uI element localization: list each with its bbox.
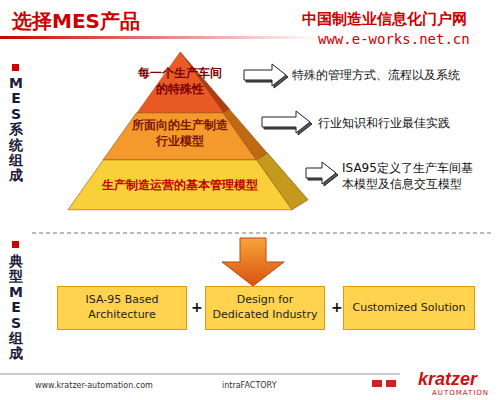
bullet-square xyxy=(12,241,19,248)
section-label: 典型MES组成 xyxy=(9,254,23,362)
tier-text: 每一个生产车间的特殊性 xyxy=(134,66,226,97)
down-arrow xyxy=(222,238,284,286)
pyramid-tier: 每一个生产车间的特殊性 xyxy=(137,52,230,113)
slide-title: 选择MES产品 xyxy=(12,8,140,35)
box-text: Design for Dedicated Industry xyxy=(211,293,319,323)
logo-text: kratzer xyxy=(418,369,477,390)
component-box: Customized Solution xyxy=(343,286,475,330)
plus-sign: + xyxy=(331,299,343,315)
section-label: MES系统组成 xyxy=(9,76,23,184)
footer-flag xyxy=(372,380,382,387)
component-box: Design for Dedicated Industry xyxy=(205,286,325,330)
side-note: ISA95定义了生产车间基本模型及信息交互模型 xyxy=(342,160,482,192)
site-url: www.e-works.net.cn xyxy=(318,31,470,47)
footer-line xyxy=(0,374,400,375)
box-text: Customized Solution xyxy=(352,301,465,316)
footer-url: www.kratzer-automation.com xyxy=(35,381,153,390)
pyramid-tier: 所面向的生产制造行业模型 xyxy=(103,109,267,160)
tier-text: 所面向的生产制造行业模型 xyxy=(132,118,228,149)
side-note: 行业知识和行业最佳实践 xyxy=(318,115,450,132)
plus-sign: + xyxy=(191,299,203,315)
pyramid-tier: 生产制造运营的基本管理模型 xyxy=(68,153,308,210)
tier-text: 生产制造运营的基本管理模型 xyxy=(85,178,275,194)
logo-subtext: AUTOMATION xyxy=(432,389,489,397)
title-underline xyxy=(0,36,320,39)
dashed-divider xyxy=(32,233,492,234)
site-name: 中国制造业信息化门户网 xyxy=(302,10,467,29)
footer-flag xyxy=(386,380,396,387)
tier-face xyxy=(68,160,292,210)
bullet-square xyxy=(12,64,19,71)
box-text: ISA-95 Based Architecture xyxy=(63,293,181,323)
side-note: 特殊的管理方式、流程以及系统 xyxy=(292,67,460,84)
tier-face xyxy=(103,113,256,160)
footer-product: intraFACTORY xyxy=(222,381,277,390)
component-box: ISA-95 Based Architecture xyxy=(57,286,187,330)
